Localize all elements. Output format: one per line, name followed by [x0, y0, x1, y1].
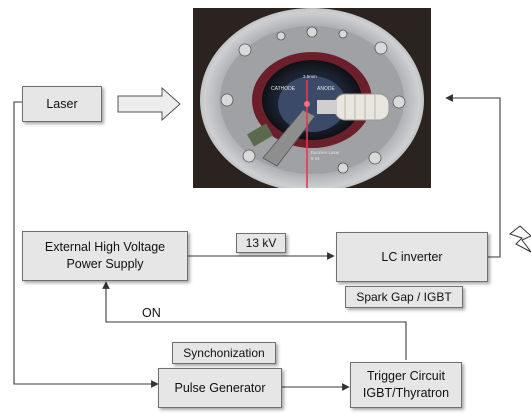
photo-beam-label: Excimer Laser: [311, 150, 340, 155]
laser-to-pulse-generator-wire: [13, 101, 159, 388]
lc-inverter-block: LC inverter: [336, 232, 488, 282]
hv-supply-line1: External High Voltage: [44, 240, 166, 255]
laser-beam-arrow: [117, 86, 181, 122]
laser-label: Laser: [46, 96, 78, 111]
photo-anode-label: ANODE: [317, 86, 335, 92]
voltage-label: 13 kV: [245, 235, 277, 250]
photo-gap-label: 3.5mm: [303, 74, 317, 79]
hv-supply-line2: Power Supply: [66, 257, 144, 271]
photo-beam-duration: 5 ns: [311, 156, 320, 161]
spark-gap-label: Spark Gap / IGBT: [356, 289, 452, 304]
vacuum-chamber-photo: CATHODE ANODE 3.5mm Excimer Laser 5 ns: [193, 8, 431, 188]
pulse-generator-block: Pulse Generator: [158, 368, 282, 408]
photo-cathode-label: CATHODE: [271, 86, 296, 92]
lightning-icon: [508, 225, 531, 253]
trigger-line2: IGBT/Thyratron: [362, 386, 450, 400]
on-feedback-wire: [102, 281, 407, 360]
voltage-tag: 13 kV: [236, 233, 286, 253]
laser-block: Laser: [22, 86, 102, 122]
inverter-to-chamber-wire: [445, 94, 501, 258]
trigger-line1: Trigger Circuit: [366, 369, 445, 384]
on-label: ON: [142, 306, 161, 320]
hv-power-supply-block: External High Voltage Power Supply: [22, 231, 188, 281]
synchronization-label: Synchonization: [183, 345, 265, 360]
pulse-generator-label: Pulse Generator: [174, 380, 266, 395]
lc-inverter-label: LC inverter: [381, 249, 443, 264]
spark-gap-tag: Spark Gap / IGBT: [345, 286, 463, 308]
synchronization-tag: Synchonization: [172, 342, 276, 364]
trigger-circuit-block: Trigger Circuit IGBT/Thyratron: [350, 362, 462, 408]
